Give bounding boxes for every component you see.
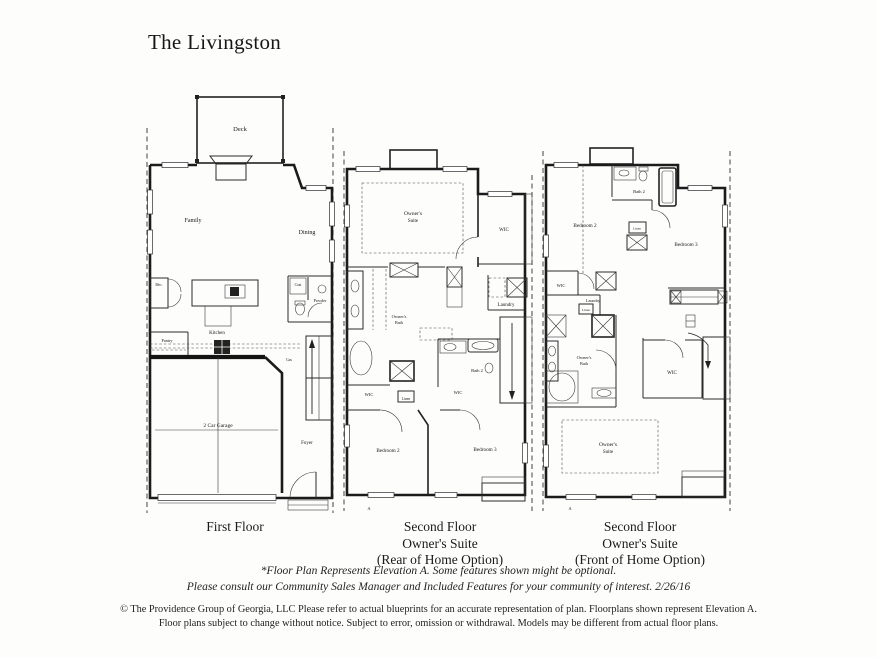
caption-second-floor-rear: Second Floor Owner's Suite (Rear of Home… [340,519,540,569]
room-label-bath2: Bath 2 [633,189,645,194]
mech-closet [149,277,182,309]
room-label-wic-mid: WIC [667,371,677,376]
room-label-owners-suite: Owner's [404,211,422,217]
wic-top-left [546,270,595,296]
caption-second-floor-front: Second Floor Owner's Suite (Front of Hom… [540,519,740,569]
wic-mid [642,338,703,399]
stairs [499,316,533,404]
wic-right [478,193,533,265]
bedroom3-closets [668,287,728,305]
room-label-wic-left: WIC [365,392,374,397]
room-label-wic-right: WIC [499,228,509,233]
owners-suite [347,182,479,278]
room-label-garage: 2 Car Garage [203,423,233,429]
room-label-owners-bath2: Bath [580,361,589,366]
room-label-foyer: Foyer [301,441,313,446]
caption-line: Owner's Suite [402,535,478,551]
room-label-linen-top: Linen [633,227,641,231]
pantry [150,331,189,358]
room-label-mech: Mec. [155,283,162,287]
elevation-marker: A [568,506,572,511]
coat-powder [287,275,332,323]
garage [150,354,284,504]
room-label-dining: Dining [299,230,316,236]
room-labels: Owner's Suite WIC Owner's Bath Laundry B… [365,211,515,511]
first-floor-plan: Deck Family Dining Mec. Kitchen Pantry C… [146,95,335,513]
room-label-gas: Gas [286,358,292,362]
room-label-bedroom2: Bedroom 2 [573,223,597,229]
room-label-laundry: Laundry [498,303,515,308]
deck [195,95,285,181]
stairs-bottom [481,476,526,502]
room-label-wic-top: WIC [557,283,566,288]
second-floor-front-plan: Bath 2 Bedroom 2 Linen Bedroom 3 WIC Lau… [542,147,731,511]
elevation-marker: A [367,506,371,511]
bath2-top [611,165,677,229]
owners-bath [545,314,617,408]
room-label-owners-bath2: Bath [395,320,404,325]
windows [147,162,335,263]
room-label-coat: Coat [295,283,302,287]
room-labels: Deck Family Dining Mec. Kitchen Pantry C… [155,126,327,446]
stairs [685,314,731,400]
room-label-bedroom2: Bedroom 2 [376,448,400,454]
owners-bath [346,266,463,382]
room-label-linen: Linen [402,397,411,401]
room-label-bedroom3: Bedroom 3 [473,447,497,453]
closets-mid [347,327,453,403]
kitchen-island [191,279,259,327]
room-label-owners-suite2: Suite [603,450,614,455]
room-label-kitchen: Kitchen [209,331,225,336]
owners-suite [561,419,659,474]
room-label-bedroom3: Bedroom 3 [674,242,698,248]
exterior-walls [544,163,727,499]
room-label-bath2: Bath 2 [471,368,483,373]
room-label-linen-mid: Linen [582,308,590,312]
room-label-owners-bath: Owner's [392,314,407,319]
legal-line-1: © The Providence Group of Georgia, LLC P… [120,604,757,615]
stairs-bottom [681,470,725,498]
lot-lines [542,151,731,511]
legal-text: © The Providence Group of Georgia, LLC P… [0,603,877,630]
footnote-line-1: *Floor Plan Represents Elevation A. Some… [260,565,617,577]
laundry [578,271,617,315]
room-label-deck: Deck [233,126,247,133]
room-label-owners-bath: Owner's [577,355,592,360]
stairs [305,335,333,421]
room-labels: Bath 2 Bedroom 2 Linen Bedroom 3 WIC Lau… [557,189,698,511]
exterior-walls [345,167,527,497]
bath2-mid [437,338,500,387]
kitchen-counter [150,340,302,354]
footnote-line-2: Please consult our Community Sales Manag… [186,580,691,593]
stair-bulkhead [589,147,634,165]
room-label-pantry: Pantry [162,338,174,343]
legal-line-2: Floor plans subject to change without no… [158,617,719,629]
bedroom-divider [347,409,481,495]
laundry [487,275,528,311]
lot-lines [343,151,533,511]
room-label-wic-mid: WIC [454,390,463,395]
windows [543,162,728,500]
caption-line: (Front of Home Option) [574,552,706,567]
caption-line: First Floor [206,519,264,534]
second-floor-rear-plan: Owner's Suite WIC Owner's Bath Laundry B… [343,149,533,511]
windows [344,166,528,498]
caption-line: Owner's Suite [602,535,678,551]
page-title: The Livingston [148,30,282,54]
lot-lines [146,128,334,513]
caption-first-floor: First Floor [130,519,340,536]
room-label-owners-suite: Owner's [599,442,617,448]
room-label-owners-suite2: Suite [408,219,419,224]
room-label-family: Family [184,218,201,224]
caption-line: (Rear of Home Option) [376,552,504,567]
caption-line: Second Floor [603,519,677,534]
foyer [287,471,329,511]
caption-line: Second Floor [403,519,477,534]
footnotes: *Floor Plan Represents Elevation A. Some… [0,564,877,595]
bedroom2-area [582,165,648,273]
stair-bulkhead [389,149,438,170]
room-label-laundry: Laundry [586,298,601,303]
room-label-powder: Powder [314,298,327,303]
